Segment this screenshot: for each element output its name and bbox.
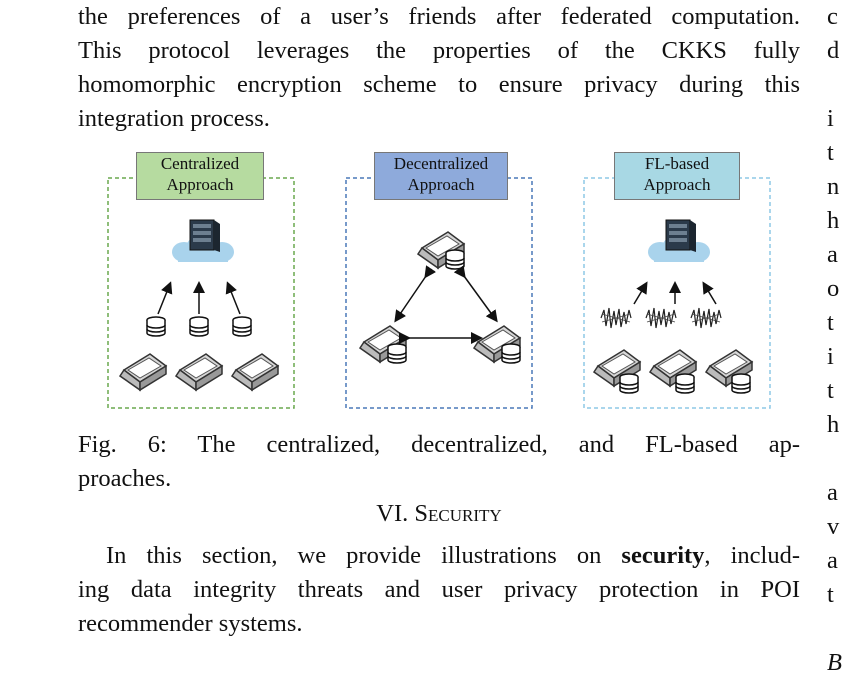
label-line: Approach — [643, 175, 711, 194]
fragment: o — [827, 275, 840, 302]
database-icon — [501, 343, 521, 364]
section-title: Security — [414, 500, 502, 527]
centralized-label: Centralized Approach — [136, 152, 264, 200]
text-line: ing data integrity threats and user priv… — [78, 576, 800, 603]
database-icon — [619, 373, 639, 394]
decentralized-label: Decentralized Approach — [374, 152, 508, 200]
database-icon — [675, 373, 695, 394]
fragment: a — [827, 479, 838, 506]
fragment: t — [827, 581, 834, 608]
text-line: homomorphic encryption scheme to ensure … — [78, 71, 800, 98]
fl-based-label: FL-based Approach — [614, 152, 740, 200]
database-icon — [387, 343, 407, 364]
fragment: v — [827, 513, 840, 540]
caption-line: Fig. 6: The centralized, decentralized, … — [78, 431, 800, 458]
label-line: Approach — [166, 175, 234, 194]
fragment: t — [827, 139, 834, 166]
body-paragraph: In this section, we provide illustration… — [78, 539, 800, 641]
text-run: In this section, we provide illustration… — [106, 542, 622, 569]
upload-arrow — [225, 281, 241, 315]
fragment — [827, 68, 842, 102]
database-icon — [146, 316, 166, 337]
right-column-fragments: c d i t n h a o t i t h a v a t B — [827, 0, 842, 680]
decentralized-panel — [345, 177, 533, 409]
text-line: the preferences of a user’s friends afte… — [78, 3, 800, 30]
fragment — [827, 442, 842, 476]
label-line: Approach — [407, 175, 475, 194]
label-line: FL-based — [644, 154, 710, 173]
fragment: h — [827, 411, 840, 438]
laptop-icon — [231, 353, 279, 391]
upload-arrow — [157, 281, 173, 315]
text-line: integration process. — [78, 105, 270, 132]
noise-icon — [645, 307, 677, 329]
fragment: i — [827, 105, 834, 132]
fragment: h — [827, 207, 840, 234]
noise-icon — [690, 307, 722, 329]
figure-caption: Fig. 6: The centralized, decentralized, … — [78, 428, 800, 496]
database-icon — [445, 249, 465, 270]
database-icon — [731, 373, 751, 394]
database-icon — [189, 316, 209, 337]
fragment: t — [827, 377, 834, 404]
fragment: a — [827, 547, 838, 574]
laptop-icon — [175, 353, 223, 391]
section-number: VI. — [376, 500, 409, 527]
label-line: Decentralized — [393, 154, 489, 173]
approaches-figure: Centralized Approach Decentralized Appro… — [100, 152, 780, 414]
text-line: This protocol leverages the properties o… — [78, 37, 800, 64]
peer-arrow — [453, 265, 498, 323]
fragment: a — [827, 241, 838, 268]
fragment — [827, 612, 842, 646]
text-run: , includ- — [704, 542, 800, 569]
section-heading: VI. Security — [78, 497, 800, 531]
server-cloud-icon — [171, 219, 235, 263]
text-line: recommender systems. — [78, 610, 303, 637]
bold-term: security — [621, 542, 705, 569]
upload-arrow — [702, 281, 717, 305]
fragment: t — [827, 309, 834, 336]
intro-paragraph: the preferences of a user’s friends afte… — [78, 0, 800, 136]
laptop-icon — [119, 353, 167, 391]
upload-arrow — [633, 281, 648, 305]
fragment: i — [827, 343, 834, 370]
noise-icon — [600, 307, 632, 329]
text-line: In this section, we provide illustration… — [78, 539, 800, 573]
fragment: n — [827, 173, 840, 200]
label-line: Centralized — [160, 154, 240, 173]
server-cloud-icon — [647, 219, 711, 263]
fragment: d — [827, 37, 840, 64]
fragment: B — [827, 649, 842, 676]
database-icon — [232, 316, 252, 337]
peer-arrow — [394, 265, 437, 323]
fragment: c — [827, 3, 838, 30]
caption-line: proaches. — [78, 465, 172, 492]
